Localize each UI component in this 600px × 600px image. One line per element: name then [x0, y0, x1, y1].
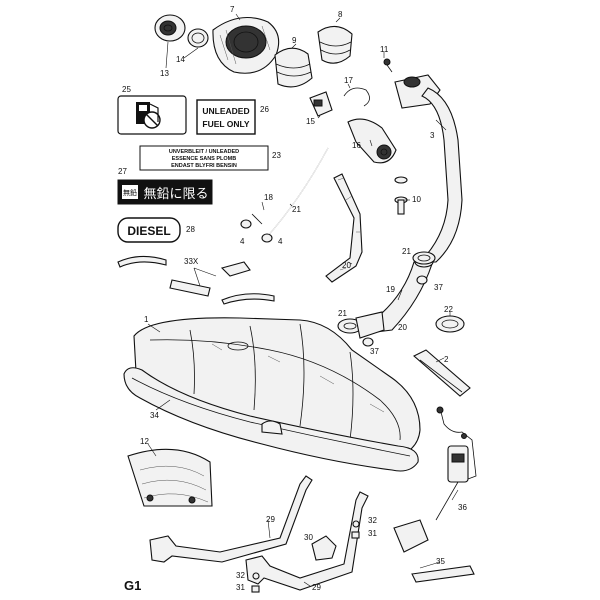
part-6-bellows [317, 25, 353, 64]
callout-37a: 37 [434, 283, 443, 292]
callout-13: 15 [306, 117, 315, 126]
callout-3: 3 [430, 131, 435, 140]
part-2-pad [413, 349, 471, 397]
callout-5: 7 [230, 5, 235, 14]
callout-25: 26 [260, 105, 269, 114]
callout-36: 36 [458, 503, 467, 512]
callout-19: 21 [292, 205, 301, 214]
part-24-fuel-pump-sticker [117, 95, 187, 135]
callout-27: 28 [186, 225, 195, 234]
callout-32a: 32 [368, 516, 377, 525]
part-31-nuts [251, 531, 360, 593]
callout-33x: 33X [184, 257, 199, 266]
part-28-tank-strap [149, 475, 313, 563]
callout-12: 14 [176, 55, 185, 64]
callout-9: 11 [380, 45, 389, 54]
part-22-clamp [435, 315, 465, 333]
callout-31b: 31 [236, 583, 245, 592]
part-37-clamps [362, 275, 428, 347]
part-3-filler-neck [394, 74, 463, 263]
callout-22: 22 [444, 305, 453, 314]
part-5-filler-housing [212, 16, 280, 74]
part-7-bellows [274, 47, 313, 88]
callout-18: 20 [342, 261, 351, 270]
part-12-seal-ring [187, 28, 209, 48]
part-4-clamps [240, 219, 273, 243]
part-27-diesel-sticker: DIESEL [117, 217, 181, 243]
part-13-valve [309, 91, 333, 117]
callout-24: 25 [122, 85, 131, 94]
part-15-clip [343, 87, 370, 107]
callout-10: 12 [140, 437, 149, 446]
diagram-code: G1 [124, 578, 141, 593]
fuel-only-text: FUEL ONLY [202, 119, 250, 129]
warning-line-2: ESSENCE SANS PLOMB [172, 156, 237, 162]
warning-line-3: ENDAST BLYFRI BENSIN [171, 163, 237, 169]
warning-line-1: UNVERBLEIT / UNLEADED [169, 149, 239, 155]
callout-4a: 4 [240, 237, 245, 246]
part-21-clamp-upper [412, 251, 436, 265]
part-35-strip [411, 565, 475, 583]
part-20-hose-joint [355, 311, 385, 339]
callout-26: 27 [118, 167, 127, 176]
callout-28: 29 [266, 515, 275, 524]
part-29-tank-strap [245, 491, 369, 591]
part-32-bolts [252, 520, 360, 580]
leader-lines [147, 13, 459, 587]
callout-21b: 21 [338, 309, 347, 318]
part-16-hose-end [251, 213, 263, 225]
part-21-clamp-lower [337, 318, 363, 334]
callout-numbers: 7 8 9 11 13 14 17 25 26 15 16 3 23 27 10… [118, 5, 467, 592]
part-25-unleaded-sticker: UNLEADED FUEL ONLY [196, 99, 256, 135]
callout-29: 29 [312, 583, 321, 592]
part-10-insulation-pad [127, 448, 213, 507]
diesel-text: DIESEL [127, 224, 170, 238]
part-23-warning-sticker: UNVERBLEIT / UNLEADED ESSENCE SANS PLOMB… [139, 145, 269, 171]
callout-2: 2 [444, 355, 449, 364]
callout-31a: 31 [368, 529, 377, 538]
part-30-bracket [311, 535, 337, 561]
part-8-bolt-washer [394, 176, 408, 215]
callout-37b: 37 [370, 347, 379, 356]
part-33x-straps [117, 255, 275, 305]
japanese-small-text: 無鉛 [123, 188, 137, 197]
callout-35: 35 [436, 557, 445, 566]
callout-21a: 21 [402, 247, 411, 256]
callout-8: 10 [412, 195, 421, 204]
part-36-fuel-sender [393, 406, 477, 553]
part-14-housing [347, 118, 397, 164]
callout-11: 13 [160, 69, 169, 78]
callout-23: 23 [272, 151, 281, 160]
part-26-japanese-sticker: 無鉛 無鉛に限る [117, 179, 213, 205]
callout-4b: 4 [278, 237, 283, 246]
part-9-screw [383, 58, 393, 73]
callout-20: 20 [398, 323, 407, 332]
part-18-pipe [325, 173, 363, 283]
unleaded-text: UNLEADED [202, 106, 249, 116]
part-11-fuel-cap [154, 14, 186, 42]
callout-15: 17 [344, 76, 353, 85]
callout-17: 19 [386, 285, 395, 294]
callout-30: 30 [304, 533, 313, 542]
callout-32b: 32 [236, 571, 245, 580]
japanese-main-text: 無鉛に限る [143, 187, 208, 202]
callout-6: 8 [338, 10, 343, 19]
callout-1: 1 [144, 315, 149, 324]
callout-14: 16 [352, 141, 361, 150]
part-34-heat-shield [123, 367, 419, 472]
callout-16: 18 [264, 193, 273, 202]
part-19-hose [265, 147, 329, 239]
callout-34: 34 [150, 411, 159, 420]
callout-7: 9 [292, 36, 297, 45]
